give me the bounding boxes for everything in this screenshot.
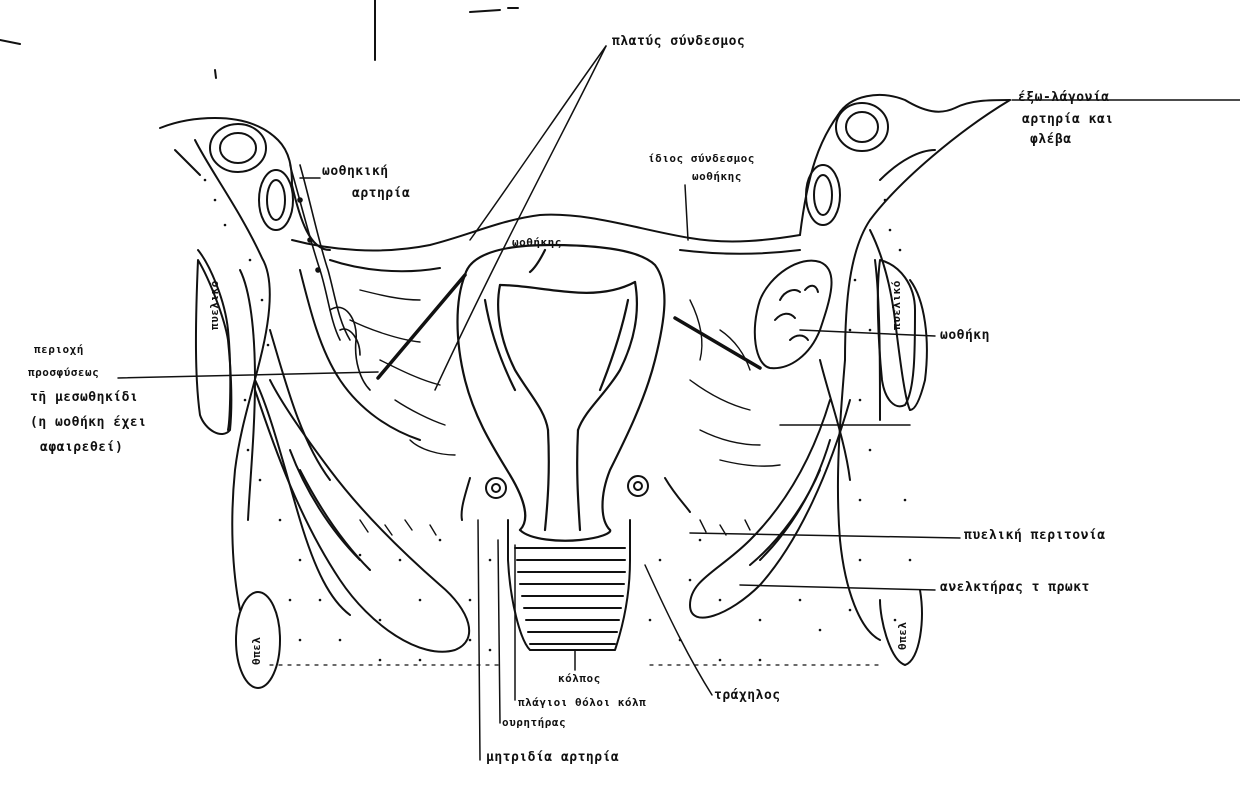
stray-marks (0, 0, 518, 78)
label-lateral-fornix: πλάγιοι θόλοι κόλπ (518, 696, 646, 709)
stippling (204, 179, 912, 662)
label-right-side: πυελικό (890, 280, 903, 330)
label-cervix: τράχηλος (714, 688, 781, 703)
label-ovarian-top: ωοθήκης (512, 236, 562, 249)
left-levator (255, 380, 469, 652)
label-vagina: κόλπος (558, 672, 601, 685)
left-pelvic-wall (198, 250, 420, 615)
right-vessels (800, 95, 1010, 360)
label-outer-iliac-3: φλέβα (1030, 132, 1072, 147)
ligament-lines (378, 275, 760, 378)
label-levator-ani: ανελκτήρας τ πρωκτ (940, 580, 1090, 595)
label-outer-iliac-1: έξω-λάγονία (1018, 90, 1110, 105)
label-proper-ligament-1: ίδιος σύνδεσμος (648, 152, 755, 165)
label-outer-iliac-2: αρτηρία και (1022, 112, 1114, 127)
label-uterine-artery: μητριδία αρτηρία (486, 750, 619, 765)
label-ureter: ουρητήρας (502, 716, 566, 729)
ligament-shading (350, 290, 780, 535)
label-ovary: ωοθήκη (940, 328, 990, 343)
label-mesovarium-2: προσφύσεως (28, 366, 99, 379)
label-left-side: πυελικό (208, 280, 221, 330)
label-pelvic-fascia: πυελική περιτονία (964, 528, 1106, 543)
label-ovarian-artery-2: αρτηρία (352, 186, 410, 201)
label-ovarian-artery-1: ωοθηκική (322, 164, 389, 179)
vagina (508, 520, 630, 650)
right-pelvic-wall (820, 230, 927, 640)
right-levator (690, 400, 850, 618)
label-bottom-right-oval: θπελ (896, 622, 909, 651)
label-mesovarium-5: αφαιρεθεί) (40, 440, 123, 455)
label-mesovarium-4: (η ωοθήκη έχει (30, 415, 147, 430)
right-ovary (755, 261, 832, 369)
label-broad-ligament: πλατύς σύνδεσμος (612, 34, 745, 49)
label-mesovarium-3: τῆ μεσωθηκίδι (30, 390, 138, 405)
ureters (462, 476, 690, 520)
uterus (458, 245, 665, 541)
label-proper-ligament-2: ωοθήκης (692, 170, 742, 183)
label-bottom-left-oval: θπελ (250, 637, 263, 666)
label-mesovarium-1: περιοχή (34, 343, 84, 356)
